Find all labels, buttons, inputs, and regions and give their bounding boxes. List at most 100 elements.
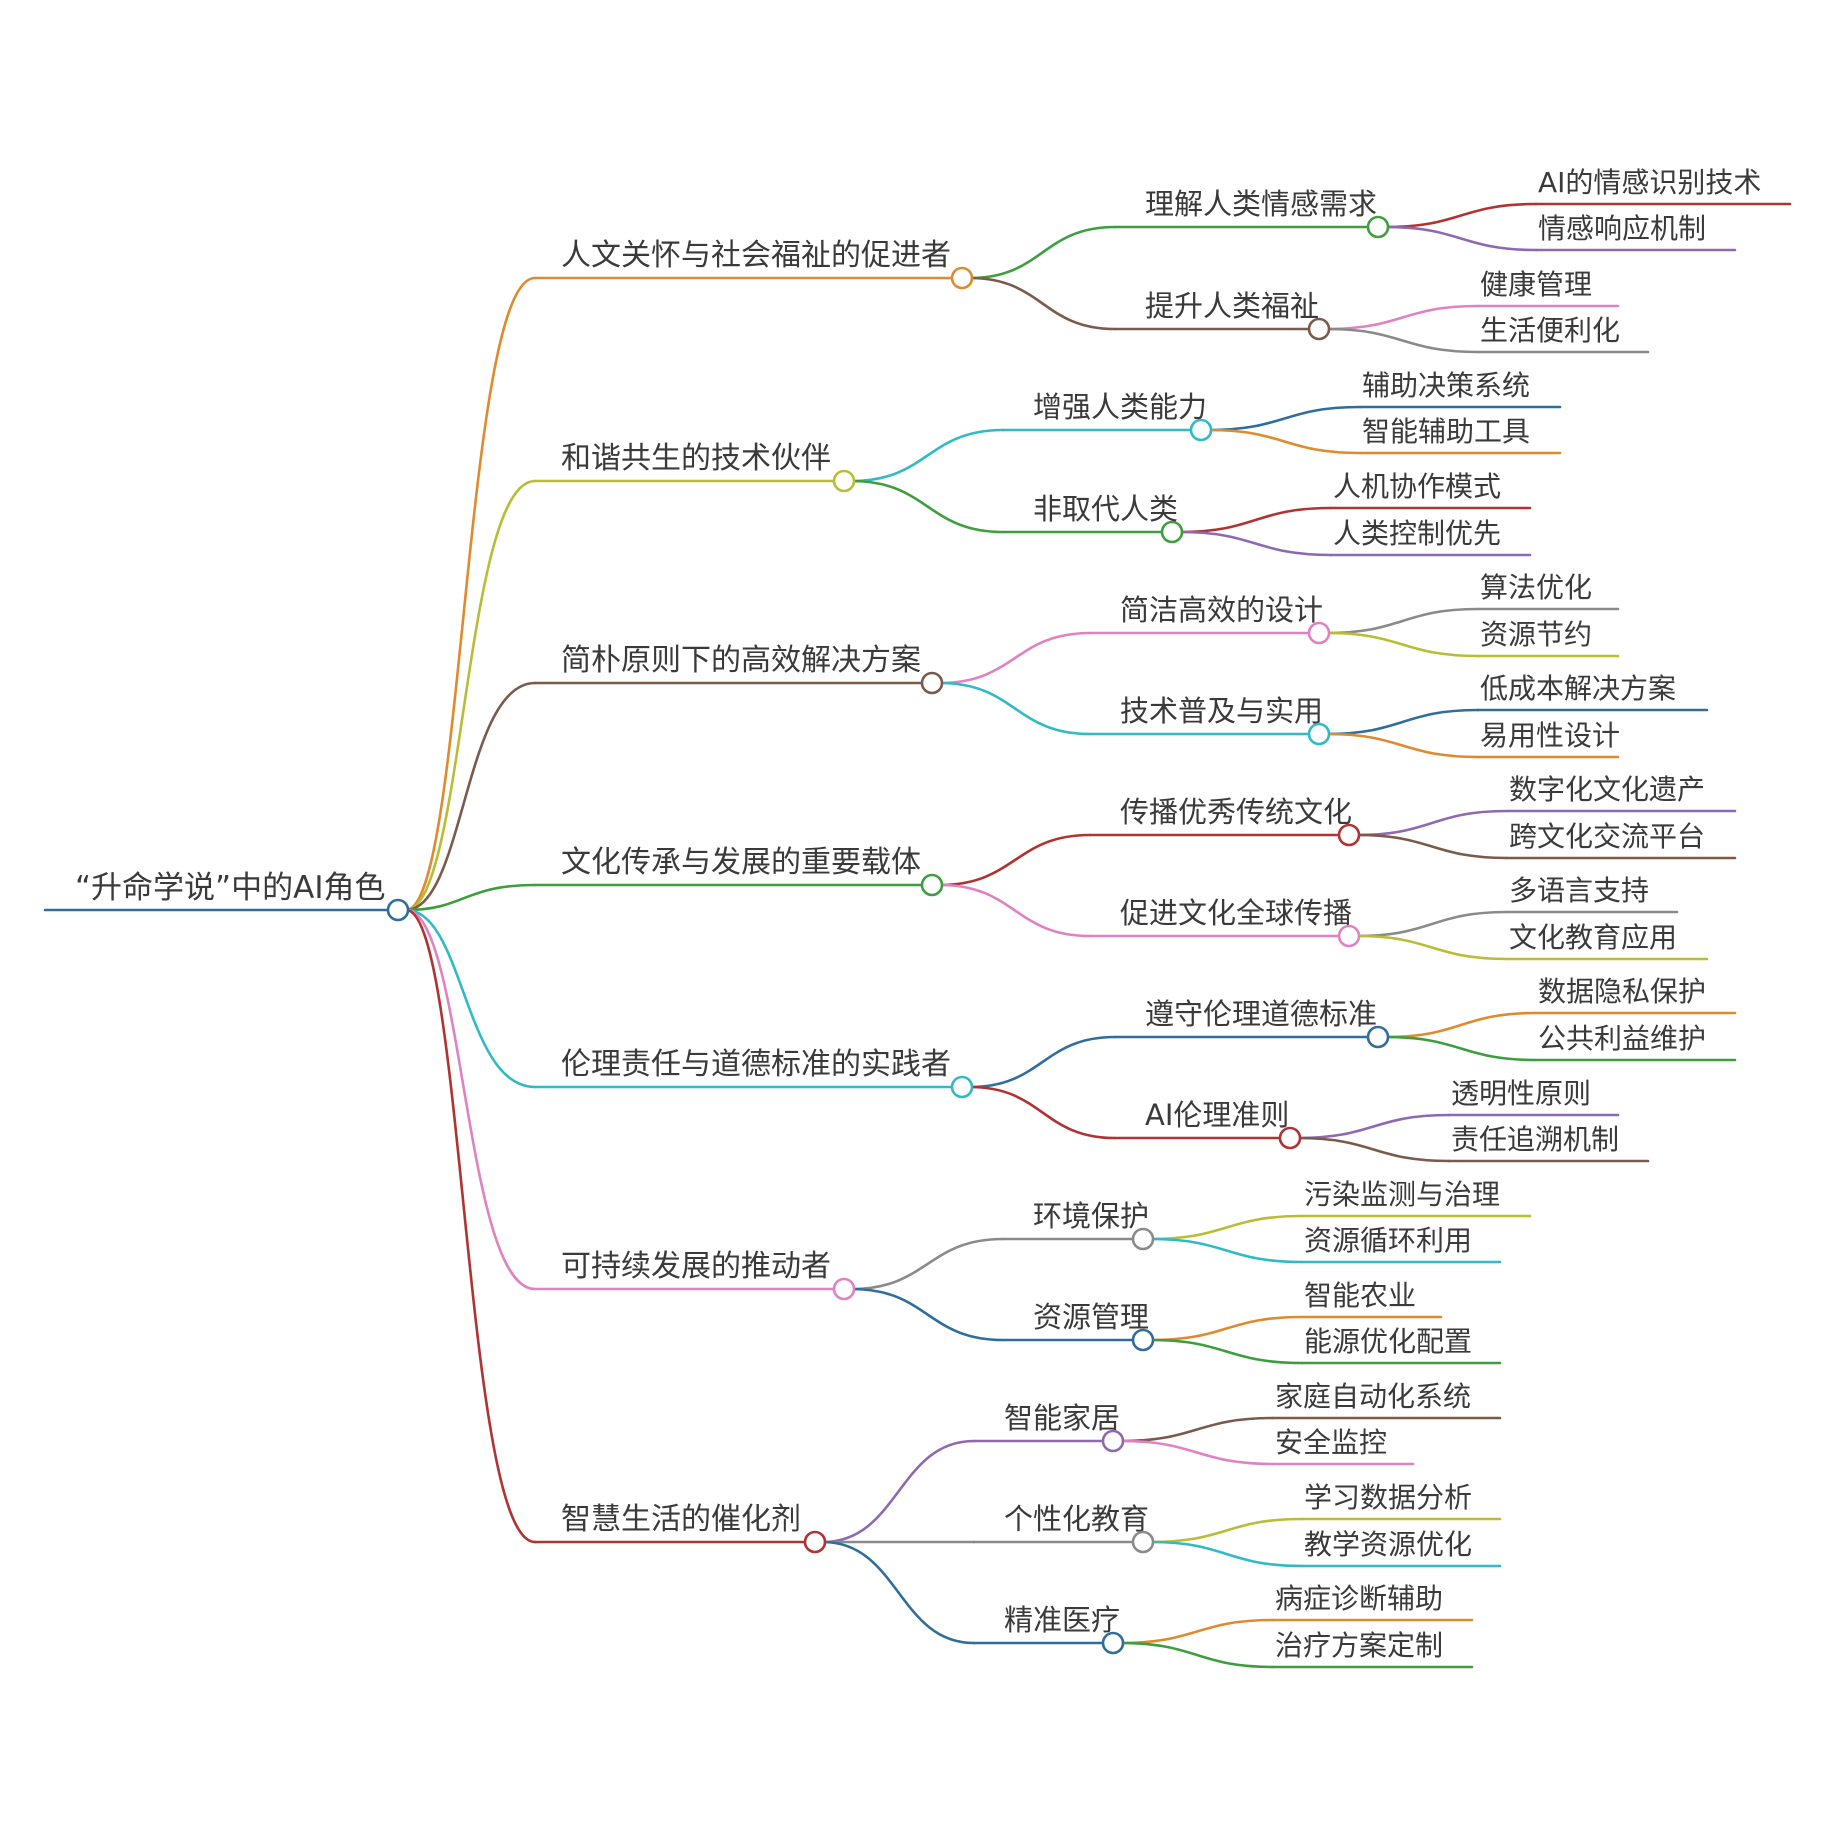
leaf-topic-label: 公共利益维护 [1538, 1022, 1706, 1055]
subtopic-to-leaf-connector [1119, 1439, 1275, 1466]
branch-topic-label: 简朴原则下的高效解决方案 [561, 643, 921, 678]
subtopic-to-leaf-connector [1384, 225, 1538, 252]
subtopic-label: 个性化教育 [1004, 1502, 1149, 1536]
branch-topic-label: 可持续发展的推动者 [561, 1249, 831, 1284]
subtopic-label: 简洁高效的设计 [1120, 593, 1323, 627]
branch-to-subtopic-connector [850, 428, 1005, 483]
subtopic-to-leaf-connector [1384, 202, 1538, 229]
branch-node[interactable] [920, 671, 944, 695]
leaf-topic-label: 污染监测与治理 [1304, 1178, 1500, 1211]
leaf-topic-label: 人机协作模式 [1333, 470, 1501, 503]
subtopic-to-leaf-connector [1384, 1011, 1538, 1039]
leaf-topic-label: 能源优化配置 [1304, 1325, 1472, 1358]
root-to-branch-connector [404, 681, 537, 912]
subtopic-node[interactable] [1366, 1025, 1390, 1049]
subtopic-label: 增强人类能力 [1033, 390, 1207, 424]
subtopic-to-leaf-connector [1207, 405, 1362, 432]
root-to-branch-connector [404, 276, 537, 912]
branch-to-subtopic-connector [850, 1237, 1005, 1291]
subtopic-label: 环境保护 [1033, 1199, 1149, 1233]
leaf-topic-label: 低成本解决方案 [1480, 672, 1676, 705]
subtopic-to-leaf-connector [1355, 833, 1509, 860]
subtopic-label: 资源管理 [1033, 1300, 1149, 1334]
subtopic-to-leaf-connector [1355, 910, 1509, 938]
subtopic-node[interactable] [1101, 1429, 1125, 1453]
leaf-topic-label: 健康管理 [1480, 268, 1592, 301]
branch-node[interactable] [832, 1277, 856, 1301]
subtopic-to-leaf-connector [1149, 1214, 1304, 1241]
subtopic-to-leaf-connector [1119, 1641, 1275, 1669]
subtopic-node[interactable] [1337, 924, 1361, 948]
leaf-topic-label: 情感响应机制 [1538, 212, 1706, 245]
leaf-topic-label: 易用性设计 [1480, 719, 1620, 752]
root-to-branch-connector [404, 908, 537, 1089]
connector-layer [404, 202, 1538, 1669]
subtopic-node[interactable] [1307, 621, 1331, 645]
subtopic-node[interactable] [1278, 1126, 1302, 1150]
subtopic-node[interactable] [1366, 215, 1390, 239]
branch-node[interactable] [950, 266, 974, 290]
leaf-topic-label: 教学资源优化 [1304, 1528, 1472, 1561]
branch-to-subtopic-connector [850, 479, 1005, 534]
branch-topic-label: 和谐共生的技术伙伴 [561, 441, 831, 476]
branch-topic-label: 文化传承与发展的重要载体 [561, 845, 921, 880]
branch-node[interactable] [832, 469, 856, 493]
leaf-topic-label: 人类控制优先 [1333, 517, 1501, 550]
branch-node[interactable] [803, 1530, 827, 1554]
branch-to-subtopic-connector [968, 225, 1117, 280]
subtopic-to-leaf-connector [1149, 1315, 1304, 1342]
subtopic-label: 提升人类福祉 [1145, 289, 1319, 323]
branch-to-subtopic-connector [938, 883, 1092, 938]
label-layer: “升命学说”中的AI角色人文关怀与社会福祉的促进者理解人类情感需求AI的情感识别… [75, 166, 1761, 1662]
branch-topic-label: 智慧生活的催化剂 [561, 1502, 801, 1537]
subtopic-label: 技术普及与实用 [1120, 694, 1323, 728]
branch-to-subtopic-connector [938, 833, 1092, 887]
leaf-topic-label: AI的情感识别技术 [1538, 166, 1761, 199]
leaf-topic-label: 数字化文化遗产 [1509, 773, 1705, 806]
leaf-topic-label: 责任追溯机制 [1451, 1123, 1619, 1156]
leaf-topic-label: 文化教育应用 [1509, 921, 1677, 954]
subtopic-node[interactable] [1131, 1227, 1155, 1251]
leaf-topic-label: 安全监控 [1275, 1426, 1387, 1459]
subtopic-to-leaf-connector [1325, 304, 1480, 331]
subtopic-to-leaf-connector [1149, 1517, 1304, 1544]
subtopic-to-leaf-connector [1296, 1113, 1451, 1140]
branch-to-subtopic-connector [821, 1439, 976, 1544]
subtopic-node[interactable] [1101, 1631, 1125, 1655]
branch-topic-label: 人文关怀与社会福祉的促进者 [561, 238, 951, 273]
subtopic-label: 传播优秀传统文化 [1120, 795, 1352, 829]
branch-to-subtopic-connector [968, 1035, 1117, 1089]
subtopic-label: 促进文化全球传播 [1120, 896, 1352, 930]
subtopic-to-leaf-connector [1325, 607, 1480, 635]
subtopic-to-leaf-connector [1119, 1416, 1275, 1443]
leaf-topic-label: 家庭自动化系统 [1275, 1380, 1471, 1413]
subtopic-node[interactable] [1131, 1328, 1155, 1352]
subtopic-label: 智能家居 [1004, 1401, 1120, 1435]
subtopic-to-leaf-connector [1355, 934, 1509, 961]
root-topic-node[interactable] [386, 898, 410, 922]
leaf-topic-label: 病症诊断辅助 [1275, 1582, 1443, 1615]
branch-to-subtopic-connector [968, 1085, 1117, 1140]
root-to-branch-connector [404, 908, 537, 1544]
subtopic-node[interactable] [1131, 1530, 1155, 1554]
subtopic-to-leaf-connector [1149, 1237, 1304, 1264]
subtopic-node[interactable] [1189, 418, 1213, 442]
subtopic-node[interactable] [1307, 317, 1331, 341]
branch-node[interactable] [920, 873, 944, 897]
subtopic-to-leaf-connector [1384, 1035, 1538, 1062]
subtopic-node[interactable] [1307, 722, 1331, 746]
subtopic-to-leaf-connector [1325, 327, 1480, 354]
subtopic-node[interactable] [1160, 520, 1184, 544]
subtopic-to-leaf-connector [1178, 506, 1333, 534]
leaf-topic-label: 多语言支持 [1509, 874, 1649, 907]
subtopic-to-leaf-connector [1149, 1540, 1304, 1568]
subtopic-node[interactable] [1337, 823, 1361, 847]
leaf-topic-label: 数据隐私保护 [1538, 975, 1706, 1008]
subtopic-to-leaf-connector [1296, 1136, 1451, 1163]
subtopic-label: 遵守伦理道德标准 [1145, 997, 1377, 1031]
branch-to-subtopic-connector [821, 1540, 976, 1645]
branch-node[interactable] [950, 1075, 974, 1099]
subtopic-to-leaf-connector [1355, 809, 1509, 837]
leaf-topic-label: 生活便利化 [1480, 314, 1620, 347]
